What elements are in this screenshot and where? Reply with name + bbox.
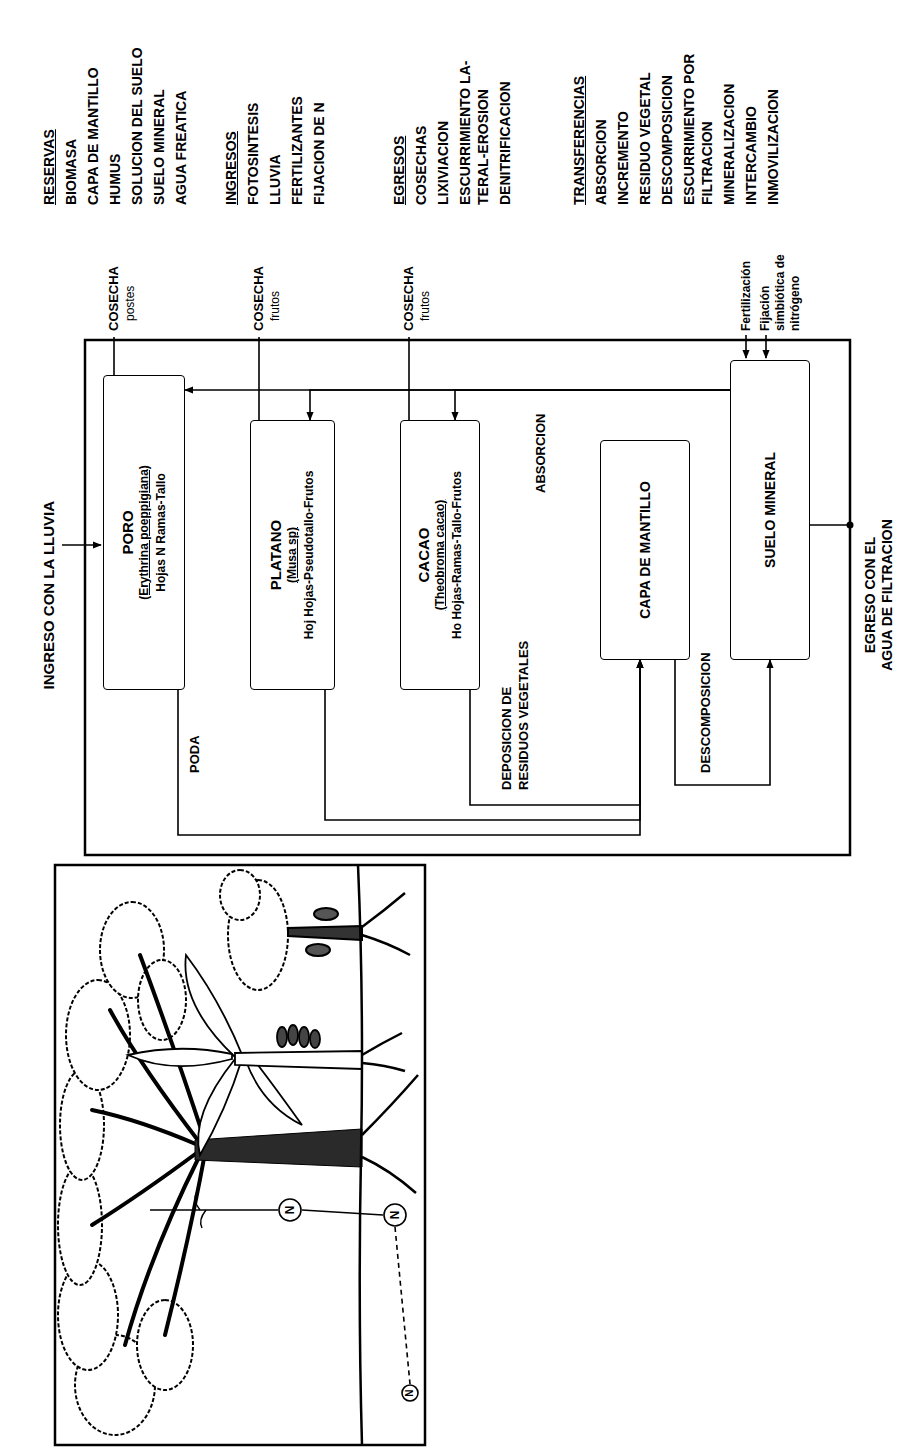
legend-list-item: RESIDUO VEGETAL xyxy=(636,25,654,205)
output-label: EGRESO CON EL AGUA DE FILTRACION xyxy=(862,517,896,674)
flow-connector xyxy=(302,1210,383,1215)
species-name: (Theobroma cacao) xyxy=(432,500,449,611)
legend-heading: INGRESOS xyxy=(222,25,240,205)
flow-connector xyxy=(455,390,730,420)
input-note: Fijación simbiótica de nitrógeno xyxy=(758,239,803,331)
node-text-group: SUELO MINERAL xyxy=(762,452,779,568)
compartment-name: SUELO MINERAL xyxy=(762,452,779,568)
plant-name: PORO xyxy=(119,510,136,554)
roots xyxy=(362,893,418,1193)
plant-name: CACAO xyxy=(415,528,432,583)
nitrogen-symbol: N xyxy=(404,1389,416,1396)
legend-heading: EGRESOS xyxy=(390,25,408,205)
legend-list-item: FOTOSINTESIS xyxy=(244,25,262,205)
flow-connector xyxy=(470,660,640,805)
node-text-group: CAPA DE MANTILLO xyxy=(637,481,654,619)
plant-name: PLATANO xyxy=(267,520,284,590)
harvest-item: frutos xyxy=(268,291,283,321)
legend-list-item: SOLUCION DEL SUELO xyxy=(128,25,146,205)
fertilizer-arrow xyxy=(745,335,747,358)
legend-heading: RESERVAS xyxy=(40,25,58,205)
nitrogen-symbol: N xyxy=(283,1206,297,1215)
legend-list-item: LIXIVIACION xyxy=(434,25,452,205)
legend-list-item: MINERALIZACION xyxy=(720,25,738,205)
legend-list-item: ESCURRIMIENTO POR FILTRACION xyxy=(680,25,716,205)
harvest-item: frutos xyxy=(418,291,433,321)
input-note: Fertilización xyxy=(738,261,754,331)
ground-line xyxy=(358,865,362,1445)
legend-list-item: FIJACION DE N xyxy=(310,25,328,205)
nitrogen-leader xyxy=(150,1192,278,1228)
legend-heading: TRANSFERENCIAS xyxy=(570,25,588,205)
legend-list-item: INCREMENTO xyxy=(614,25,632,205)
cacao-tree xyxy=(220,870,362,990)
legend-list-item: HUMUS xyxy=(106,25,124,205)
nitrogen-symbol: N xyxy=(388,1211,402,1220)
legend-list-item: COSECHAS xyxy=(412,25,430,205)
leaching-output-line xyxy=(810,524,850,526)
circle-shape xyxy=(384,1204,406,1226)
nitrogen-circle: N xyxy=(401,1384,419,1402)
input-label: INGRESO CON LA LLUVIA xyxy=(40,501,58,690)
legend-list-item: DESCOMPOSICION xyxy=(658,25,676,205)
harvest-label: COSECHA xyxy=(106,266,122,331)
nitrogen-circle: N xyxy=(278,1198,302,1222)
species-name: (Erythrina poeppigiana) xyxy=(136,465,153,600)
output-dot xyxy=(847,522,854,529)
flow-connector xyxy=(325,660,640,820)
parts-list: Ho Hojas-Ramas-Tallo-Frutos xyxy=(449,471,466,639)
illustration-panel xyxy=(55,865,425,1445)
flow-label: PODA xyxy=(186,733,204,775)
legend-list-item: SUELO MINERAL xyxy=(150,25,168,205)
legend-list-item: BIOMASA xyxy=(62,25,80,205)
plant-box: PORO(Erythrina poeppigiana)Hojas N Ramas… xyxy=(103,375,185,690)
diagram-frame xyxy=(85,340,850,855)
rain-input-arrow xyxy=(62,544,101,546)
harvest-item: postes xyxy=(123,286,138,321)
legend-list-item: INTERCAMBIO xyxy=(742,25,760,205)
poro-trunk xyxy=(195,1129,362,1167)
legend-list-item: LLUVIA xyxy=(266,25,284,205)
harvest-label: COSECHA xyxy=(251,266,267,331)
node-text-group: PLATANO(Musa sp)Hoj Hojas-Pseudotallo-Fr… xyxy=(267,471,318,640)
flow-connector xyxy=(675,660,770,785)
plant-box: CACAO(Theobroma cacao)Ho Hojas-Ramas-Tal… xyxy=(400,420,480,690)
legend-list-item: ESCURRIMIENTO LA- TERAL-EROSION xyxy=(456,25,492,205)
legend-list-item: FERTILIZANTES xyxy=(288,25,306,205)
fixation-arrow xyxy=(765,335,767,358)
parts-list: Hojas N Ramas-Tallo xyxy=(153,473,170,591)
legend-list-item: AGUA FREATICA xyxy=(172,25,190,205)
node-text-group: N xyxy=(283,1206,297,1215)
legend-list-item: ABSORCION xyxy=(592,25,610,205)
compartment-name: CAPA DE MANTILLO xyxy=(637,481,654,619)
harvest-label: COSECHA xyxy=(401,266,417,331)
node-text-group: N xyxy=(388,1211,402,1220)
legend-list-item: DENITRIFICACION xyxy=(496,25,514,205)
circle-shape xyxy=(402,1385,418,1401)
node-text-group: N xyxy=(404,1389,416,1396)
flow-label: DEPOSICION DE RESIDUOS VEGETALES xyxy=(498,625,532,790)
species-name: (Musa sp) xyxy=(284,527,301,583)
litter-box: CAPA DE MANTILLO xyxy=(600,440,690,660)
tree-branches xyxy=(92,955,205,1345)
flow-label: ABSORCION xyxy=(532,412,550,495)
legend-list-item: INMOVILIZACION xyxy=(764,25,782,205)
soil-box: SUELO MINERAL xyxy=(730,360,810,660)
circle-shape xyxy=(279,1199,301,1221)
nitrogen-circle: N xyxy=(383,1203,407,1227)
node-text-group: CACAO(Theobroma cacao)Ho Hojas-Ramas-Tal… xyxy=(415,471,466,639)
plant-box: PLATANO(Musa sp)Hoj Hojas-Pseudotallo-Fr… xyxy=(250,420,335,690)
node-text-group: PORO(Erythrina poeppigiana)Hojas N Ramas… xyxy=(119,465,170,600)
parts-list: Hoj Hojas-Pseudotallo-Frutos xyxy=(301,471,318,640)
flow-label: DESCOMPOSICION xyxy=(697,650,715,775)
dashed-root-line xyxy=(395,1227,410,1384)
flow-connector xyxy=(310,390,730,420)
legend-list-item: CAPA DE MANTILLO xyxy=(84,25,102,205)
